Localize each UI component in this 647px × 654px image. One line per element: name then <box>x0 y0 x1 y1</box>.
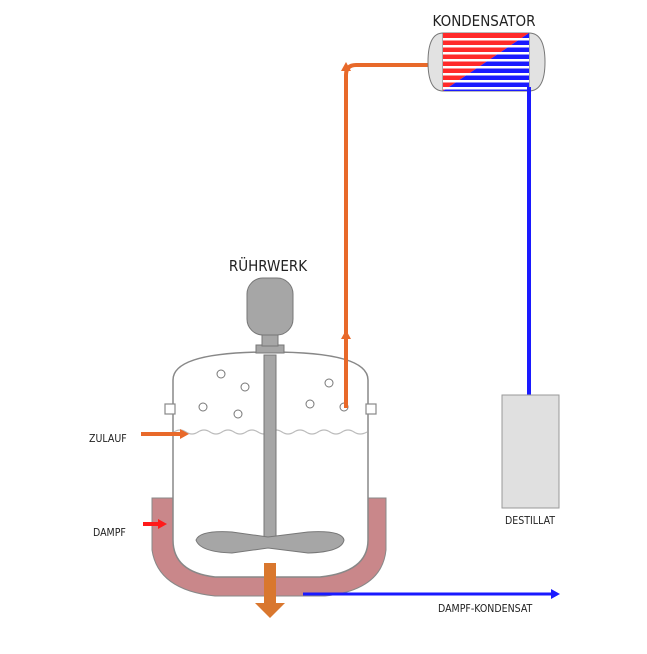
label-ruehrwerk: RÜHRWERK <box>229 256 308 275</box>
label-dampf: DAMPF <box>93 527 126 539</box>
label-dampf-kondensat: DAMPF-KONDENSAT <box>438 603 533 615</box>
feed-arrow-head <box>180 429 189 439</box>
bottom-drain <box>255 563 285 618</box>
stirrer-motor <box>246 277 294 336</box>
steam-arrow-head <box>158 519 167 529</box>
agitator-blade <box>195 531 345 554</box>
stirrer-neck <box>261 333 279 347</box>
vapor-line-arrow-upper <box>341 330 351 339</box>
agitator-shaft <box>263 354 277 546</box>
vapor-line-arrow-top <box>341 62 351 71</box>
steam-condensate-arrow <box>551 589 560 599</box>
label-zulauf: ZULAUF <box>89 433 127 445</box>
distillate-receiver <box>501 394 560 509</box>
vapor-line <box>344 63 435 408</box>
vessel-flange <box>164 403 377 415</box>
label-destillat: DESTILLAT <box>505 515 555 527</box>
label-kondensator: KONDENSATOR <box>433 12 536 30</box>
condenser <box>427 32 546 92</box>
